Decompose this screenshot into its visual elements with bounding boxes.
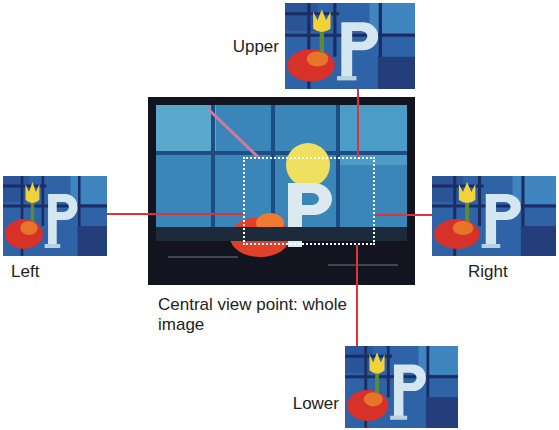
thumbnail-image	[345, 346, 458, 428]
view-label: Lower	[293, 394, 339, 414]
connector-line	[357, 89, 359, 157]
view-label: Central view point: whole image	[158, 295, 348, 335]
right-view: Right	[432, 176, 556, 256]
view-label: Right	[468, 262, 508, 282]
central-view: Central view point: whole image	[148, 97, 415, 285]
connector-line	[375, 214, 432, 216]
left-view: Left	[3, 176, 107, 256]
connector-line	[107, 213, 243, 215]
upper-view: Upper	[285, 3, 415, 89]
lower-view: Lower	[345, 346, 458, 428]
thumbnail-image	[432, 176, 556, 256]
connector-line	[356, 245, 358, 346]
thumbnail-image	[3, 176, 107, 256]
view-label: Upper	[233, 37, 279, 57]
view-region	[243, 157, 375, 245]
thumbnail-image	[285, 3, 415, 89]
view-label: Left	[11, 262, 39, 282]
